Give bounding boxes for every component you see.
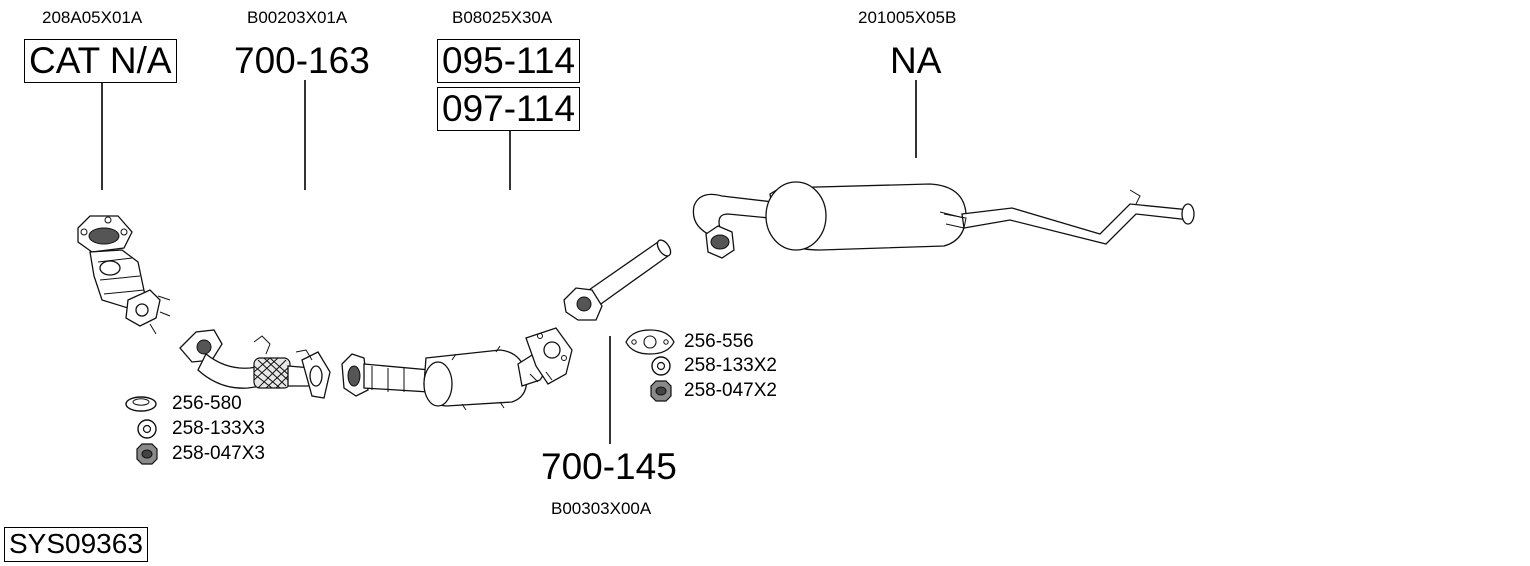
- part-number-p1[interactable]: CAT N/A: [24, 39, 177, 83]
- hex-nut-icon: [650, 380, 672, 402]
- hardware-label-flange-gasket: 256-556: [684, 331, 754, 352]
- catalytic-manifold-part[interactable]: [77, 215, 171, 335]
- intermediate-pipe-part[interactable]: [563, 238, 673, 321]
- system-id: SYS09363: [4, 527, 148, 562]
- washer-icon: [137, 419, 157, 439]
- part-code-p2: B00203X01A: [247, 8, 348, 27]
- hardware-label-nut: 258-047X3: [172, 443, 265, 464]
- part-code-p4: 201005X05B: [858, 8, 957, 27]
- part-number-p2[interactable]: 700-163: [234, 40, 370, 81]
- part-code-p1: 208A05X01A: [42, 8, 143, 27]
- part-code-p3: B08025X30A: [452, 8, 553, 27]
- front-pipe-part[interactable]: [179, 329, 331, 399]
- part-code-p5: B00303X00A: [551, 499, 652, 518]
- flange-gasket-icon: [625, 329, 675, 355]
- hardware-label-washer: 258-133X3: [172, 418, 265, 439]
- hardware-label-gasket: 256-580: [172, 393, 242, 414]
- washer-icon: [651, 356, 671, 376]
- hardware-label-washer: 258-133X2: [684, 355, 777, 376]
- part-number-p3-primary[interactable]: 095-114: [437, 39, 581, 83]
- hex-nut-icon: [136, 443, 158, 465]
- catalyst-part[interactable]: [341, 327, 573, 411]
- gasket-ring-icon: [125, 396, 157, 412]
- part-number-p3-alternate[interactable]: 097-114: [437, 87, 581, 131]
- part-number-p4[interactable]: NA: [890, 40, 942, 81]
- part-number-p5[interactable]: 700-145: [541, 446, 677, 487]
- hardware-label-nut: 258-047X2: [684, 380, 777, 401]
- rear-silencer-part[interactable]: [692, 181, 1195, 259]
